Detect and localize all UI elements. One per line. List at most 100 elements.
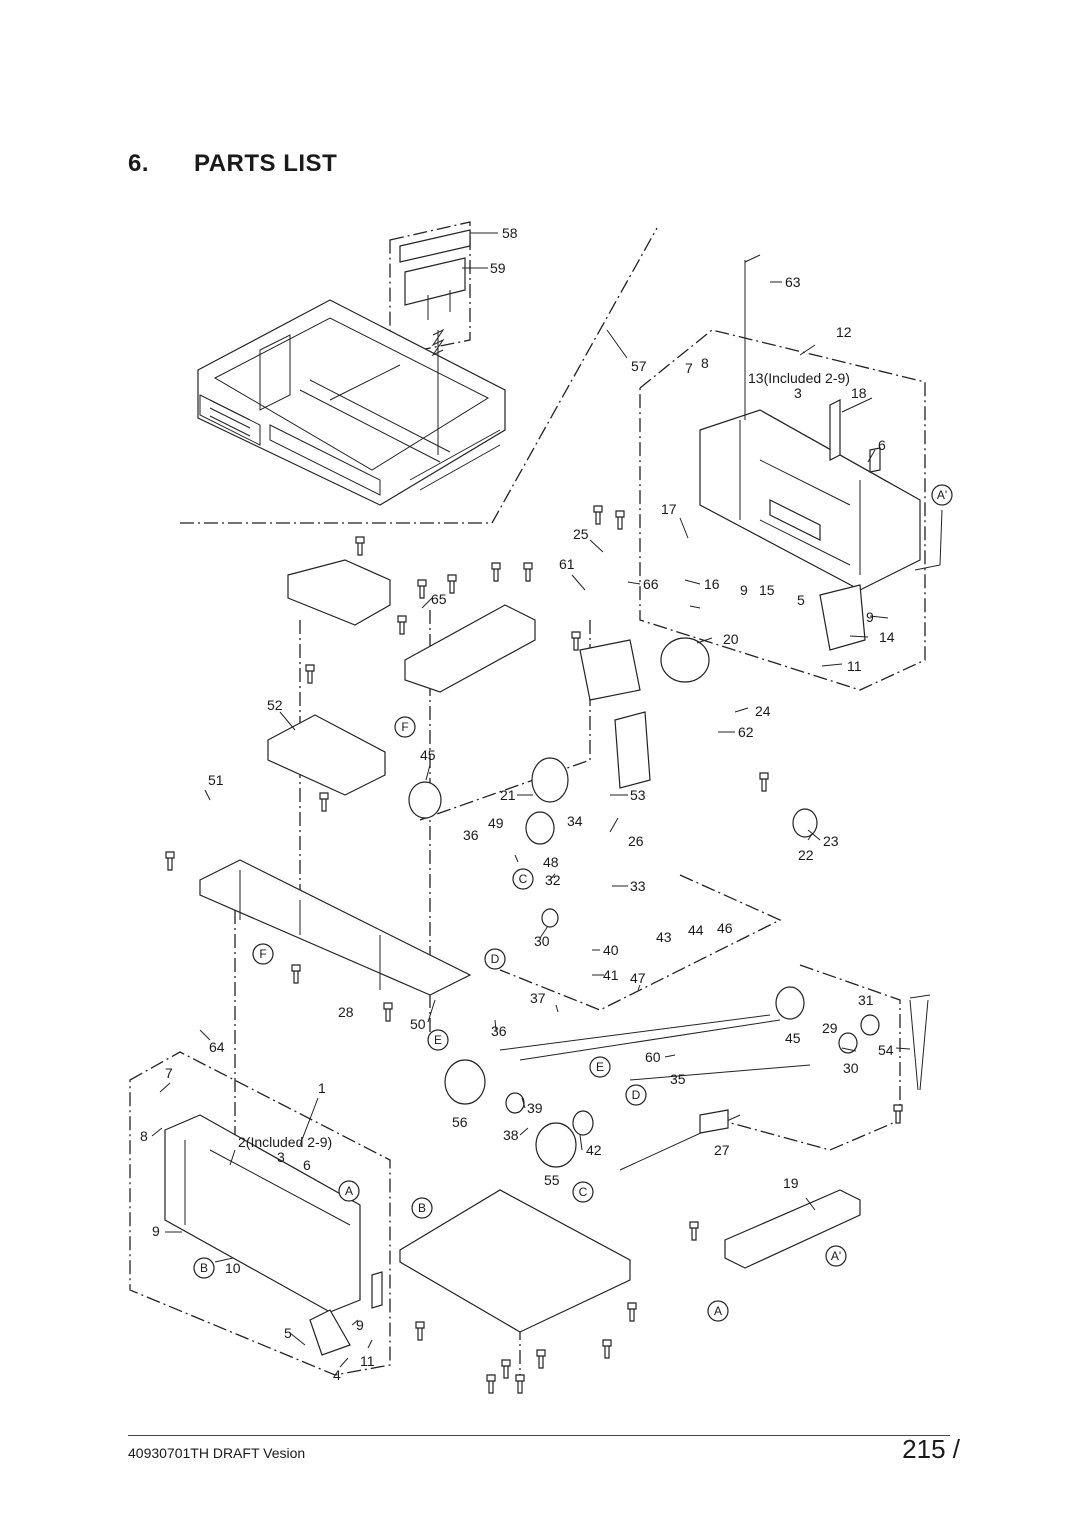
- callout-35: 35: [670, 1071, 686, 1087]
- footer-doc-id: 40930701TH DRAFT Vesion: [128, 1445, 306, 1461]
- callout-28: 28: [338, 1004, 354, 1020]
- ref-f-left: F: [259, 947, 266, 961]
- ref-a-left-circle: [338, 1180, 360, 1202]
- callout-58: 58: [502, 225, 518, 241]
- callout-18: 18: [851, 385, 867, 401]
- ref-f-left-circle: [252, 943, 274, 965]
- callout-30-mid: 30: [534, 933, 550, 949]
- footer-page-number: 215 /: [902, 1434, 960, 1464]
- callout-11-low: 11: [360, 1353, 375, 1369]
- callout-49: 49: [488, 815, 504, 831]
- callout-47: 47: [630, 970, 646, 986]
- ref-d-mid-circle: [484, 948, 506, 970]
- callout-45-low: 45: [785, 1030, 801, 1046]
- frame-plates-drawing: [199, 559, 651, 996]
- callout-52: 52: [267, 697, 283, 713]
- callout-24: 24: [755, 703, 771, 719]
- ref-e-b: E: [596, 1060, 604, 1074]
- ref-f-top: F: [401, 720, 408, 734]
- section-title: PARTS LIST: [194, 150, 338, 177]
- callout-7-top: 7: [685, 360, 693, 376]
- callout-44: 44: [688, 922, 704, 938]
- leader-lines: [151, 232, 943, 1368]
- ref-b-b: B: [200, 1261, 208, 1275]
- ref-a-bottom: A: [714, 1304, 722, 1318]
- reference-letters: A' F F C C D D E E A A B B A': [200, 488, 947, 1318]
- screws: [165, 505, 903, 1394]
- callout-54: 54: [878, 1042, 894, 1058]
- callout-12: 12: [836, 324, 852, 340]
- ref-c-mid-circle: [512, 868, 534, 890]
- callout-25: 25: [573, 526, 589, 542]
- callout-1: 1: [318, 1080, 326, 1096]
- ref-a-prime-bottom-circle: [825, 1245, 847, 1267]
- callout-5-low: 5: [284, 1325, 292, 1341]
- guide-parts-58-59: [399, 229, 471, 455]
- callout-26: 26: [628, 833, 644, 849]
- callout-17: 17: [661, 501, 677, 517]
- callout-9-bottom: 9: [356, 1317, 364, 1333]
- ref-c-bottom-circle: [572, 1181, 594, 1203]
- assembly-12-drawing: [699, 254, 921, 651]
- callout-20: 20: [723, 631, 739, 647]
- callout-50: 50: [410, 1016, 426, 1032]
- callout-30-low: 30: [843, 1060, 859, 1076]
- ref-f-top-circle: [394, 716, 416, 738]
- ref-e-a: E: [434, 1033, 442, 1047]
- callout-9-far: 9: [866, 609, 874, 625]
- callout-23: 23: [823, 833, 839, 849]
- callout-numbers: 58 59 63 12 57 7 8 13(Included 2-9) 3 18…: [140, 225, 895, 1383]
- callout-32: 32: [545, 872, 561, 888]
- ref-e-b-circle: [589, 1056, 611, 1078]
- callout-41: 41: [603, 967, 619, 983]
- bottom-plate-drawing: [399, 1189, 861, 1333]
- callout-11-top: 11: [847, 658, 862, 674]
- callout-5-top: 5: [797, 592, 805, 608]
- callout-27: 27: [714, 1142, 730, 1158]
- callout-53: 53: [630, 787, 646, 803]
- callout-55: 55: [544, 1172, 560, 1188]
- callout-46: 46: [717, 920, 733, 936]
- callout-6-low: 6: [303, 1157, 311, 1173]
- callout-61: 61: [559, 556, 575, 572]
- callout-33: 33: [630, 878, 646, 894]
- callout-31: 31: [858, 992, 874, 1008]
- callout-60: 60: [645, 1049, 661, 1065]
- callout-40: 40: [603, 942, 619, 958]
- callout-62: 62: [738, 724, 754, 740]
- callout-66: 66: [643, 576, 659, 592]
- gears-rollers-drawing: [408, 637, 931, 1171]
- callout-56: 56: [452, 1114, 468, 1130]
- callout-16: 16: [704, 576, 720, 592]
- ref-c-bottom: C: [579, 1185, 588, 1199]
- callout-57: 57: [631, 358, 647, 374]
- ref-b-a-circle: [411, 1197, 433, 1219]
- ref-a-prime-bottom: A': [831, 1249, 841, 1263]
- callout-37: 37: [530, 990, 546, 1006]
- section-number: 6.: [128, 150, 150, 177]
- callout-21: 21: [500, 787, 516, 803]
- ref-c-mid: C: [519, 872, 528, 886]
- ref-a-prime-right: A': [937, 488, 947, 502]
- callout-36-mid: 36: [463, 827, 479, 843]
- callout-51: 51: [208, 772, 224, 788]
- callout-6-top: 6: [878, 437, 886, 453]
- callout-65: 65: [431, 591, 447, 607]
- callout-10: 10: [225, 1260, 241, 1276]
- callout-14: 14: [879, 629, 895, 645]
- callout-43: 43: [656, 929, 672, 945]
- callout-9-left: 9: [152, 1223, 160, 1239]
- callout-8-top: 8: [701, 355, 709, 371]
- callout-29: 29: [822, 1020, 838, 1036]
- ref-d-low-circle: [625, 1084, 647, 1106]
- callout-3-low: 3: [277, 1149, 285, 1165]
- callout-2: 2(Included 2-9): [238, 1134, 332, 1150]
- callout-38: 38: [503, 1127, 519, 1143]
- ref-e-a-circle: [427, 1029, 449, 1051]
- callout-34: 34: [567, 813, 583, 829]
- callout-3-top: 3: [794, 385, 802, 401]
- callout-45-mid: 45: [420, 747, 436, 763]
- ref-b-b-circle: [193, 1257, 215, 1279]
- callout-36-low: 36: [491, 1023, 507, 1039]
